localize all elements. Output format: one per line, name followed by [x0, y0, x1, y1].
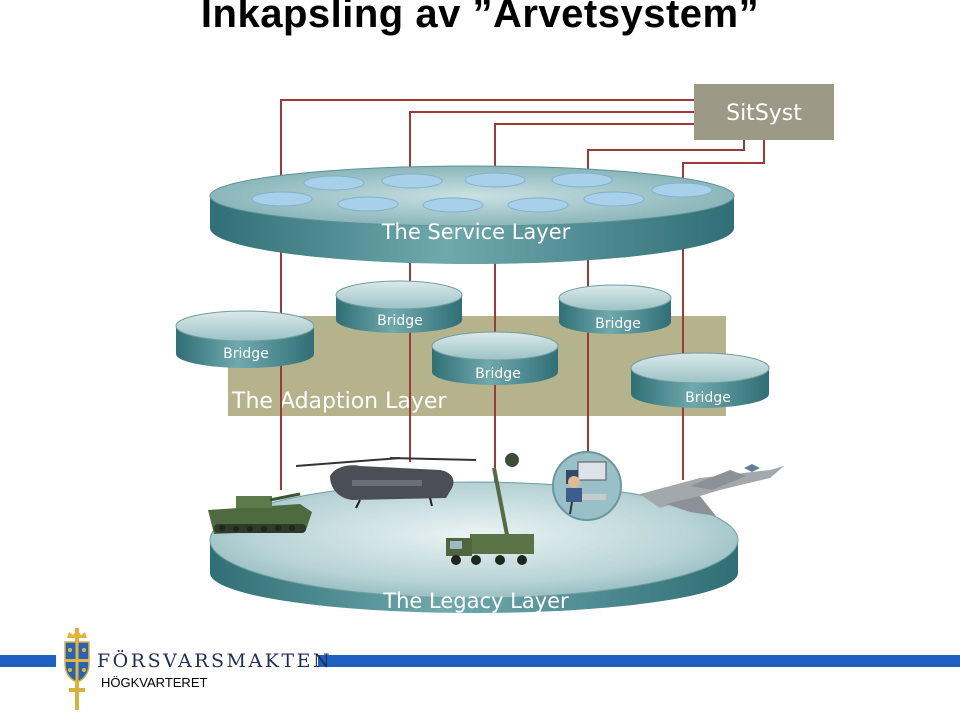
service-layer-platform: The Service Layer	[209, 165, 735, 264]
bridge-5: Bridge	[630, 352, 770, 408]
bridge-label: Bridge	[475, 366, 521, 382]
footer-bar-left	[0, 655, 56, 667]
tank-icon	[208, 492, 312, 534]
bridge-label: Bridge	[377, 313, 423, 329]
bridge-1: Bridge	[175, 310, 315, 368]
brand-name: FÖRSVARSMAKTEN	[97, 650, 333, 672]
footer-bar-right	[318, 655, 960, 667]
connector-lines	[280, 99, 765, 540]
sitsyst-box	[694, 84, 834, 140]
coat-of-arms-icon	[64, 628, 90, 710]
bridge-label: Bridge	[685, 390, 731, 406]
operator-station-icon	[552, 451, 622, 521]
bridge-label: Bridge	[223, 346, 269, 362]
service-layer-label: The Service Layer	[381, 220, 571, 244]
page-title: Inkapsling av ”Arvetsystem”	[200, 0, 760, 36]
bridge-4: Bridge	[558, 284, 672, 334]
fighter-jet-icon	[640, 464, 784, 516]
bridge-2: Bridge	[335, 280, 463, 333]
helicopter-icon	[295, 457, 477, 509]
brand-subtitle: HÖGKVARTERET	[101, 675, 208, 690]
sitsyst-label: SitSyst	[726, 101, 802, 126]
radar-truck-icon	[446, 453, 534, 565]
bridge-label: Bridge	[595, 316, 641, 332]
adaption-layer-label: The Adaption Layer	[231, 389, 447, 414]
legacy-layer-label: The Legacy Layer	[382, 589, 569, 613]
bridge-3: Bridge	[431, 331, 559, 385]
